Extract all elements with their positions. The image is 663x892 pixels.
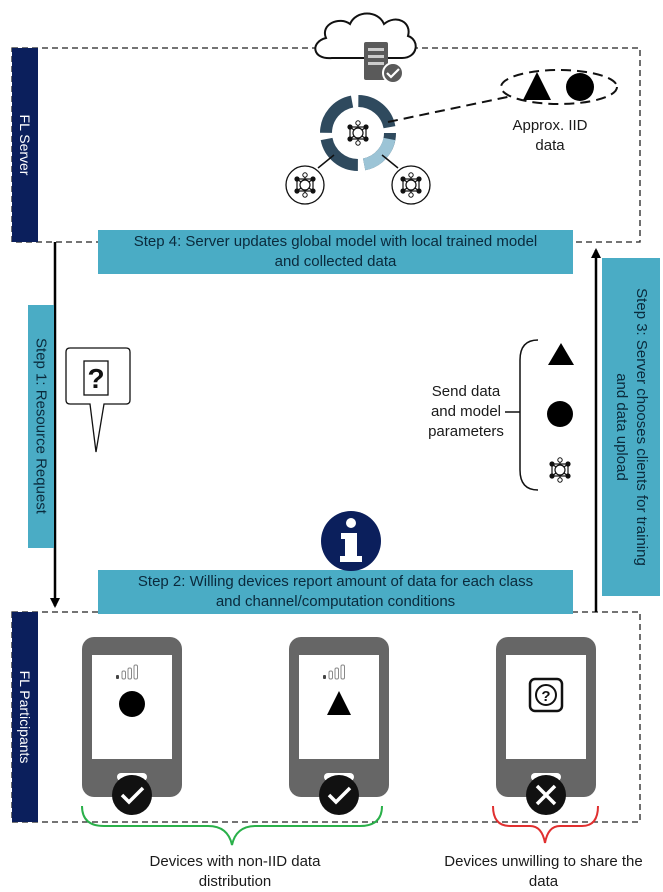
step2-bar (98, 570, 573, 614)
unwilling-caption: Devices unwilling to share the data (424, 852, 663, 892)
question-bubble-icon: ? (65, 347, 131, 453)
non-iid-caption-line2: distribution (198, 873, 272, 890)
device-2 (289, 637, 389, 797)
cross-circle-icon (526, 775, 566, 815)
iid-link-dashed (387, 95, 513, 123)
participants-panel-label: FL Participants (17, 670, 33, 764)
upload-nn-icon (548, 457, 572, 483)
upload-bracket (519, 339, 539, 491)
iid-data-ellipse (500, 69, 618, 105)
step4-label: Step 4: Server updates global model with… (98, 232, 573, 272)
global-to-local-right (381, 154, 399, 169)
participants-side-tab (12, 612, 38, 822)
local-model-left (285, 165, 325, 205)
step1-label: Step 1: Resource Request (32, 338, 50, 514)
global-to-local-left (317, 154, 335, 169)
iid-note-line1: Approx. IID (512, 117, 588, 134)
step4-label-line1: Step 4: Server updates global model with… (133, 233, 538, 250)
step2-label-line1: Step 2: Willing devices report amount of… (137, 573, 534, 590)
cloud-icon (314, 12, 417, 60)
step4-bar (98, 230, 573, 274)
iid-circle (566, 73, 594, 101)
check-circle-icon (319, 775, 359, 815)
svg-text:?: ? (87, 363, 104, 394)
upload-note-line3: parameters (428, 423, 504, 440)
upload-note-line2: and model (430, 403, 502, 420)
device-3: ? (496, 637, 596, 797)
unwilling-caption-line2: data (528, 873, 559, 890)
device-1-circle (119, 691, 145, 717)
non-iid-brace (81, 805, 383, 846)
non-iid-caption-line1: Devices with non-IID data (149, 853, 321, 870)
server-icon (364, 42, 388, 80)
info-icon (321, 511, 381, 571)
step2-label-line2: and channel/computation conditions (215, 593, 456, 610)
step4-label-line2: and collected data (274, 253, 397, 270)
iid-note: Approx. IID data (488, 116, 612, 156)
upload-note: Send data and model parameters (426, 382, 506, 442)
step3-bar (602, 258, 660, 596)
step2-label: Step 2: Willing devices report amount of… (98, 572, 573, 612)
unwilling-brace (492, 805, 599, 844)
device-1 (82, 637, 182, 797)
iid-triangle (523, 72, 551, 100)
unwilling-caption-line1: Devices unwilling to share the (444, 853, 643, 870)
iid-note-line2: data (535, 137, 565, 154)
step3-label: Step 3: Server chooses clients for train… (611, 288, 651, 566)
local-model-right (391, 165, 431, 205)
svg-text:?: ? (541, 688, 550, 705)
upload-note-line1: Send data (431, 383, 501, 400)
question-box-icon: ? (528, 677, 564, 713)
device-2-triangle (327, 691, 351, 715)
step1-bar (28, 305, 54, 548)
non-iid-caption: Devices with non-IID data distribution (110, 852, 360, 892)
server-panel-label: FL Server (17, 114, 33, 176)
step3-label-line1: Step 3: Server chooses clients for train… (633, 288, 650, 566)
check-circle-icon (112, 775, 152, 815)
upload-triangle (548, 343, 574, 365)
check-badge-icon (382, 62, 404, 84)
upload-circle (547, 401, 573, 427)
step3-label-line2: and data upload (613, 373, 630, 481)
server-side-tab (12, 48, 38, 242)
